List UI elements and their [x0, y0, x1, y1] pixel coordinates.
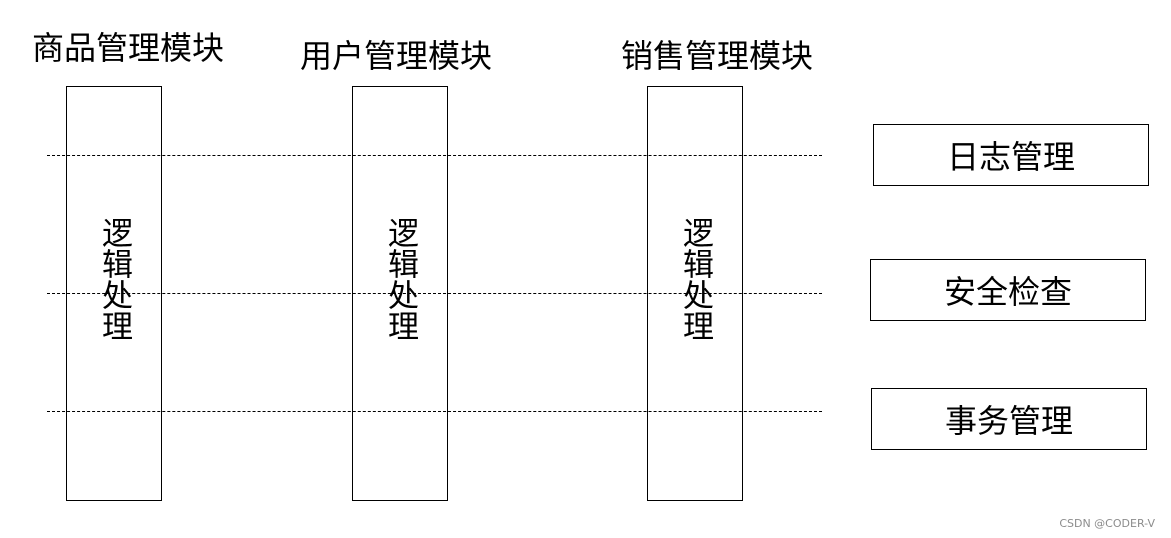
module-title-product: 商品管理模块 — [32, 29, 225, 67]
crosscut-line-security — [47, 293, 822, 294]
logic-processing-label: 逻辑处理 — [96, 217, 132, 341]
logic-processing-label: 逻辑处理 — [382, 217, 418, 341]
service-box-log-management: 日志管理 — [873, 124, 1149, 186]
service-box-transaction-management: 事务管理 — [871, 388, 1147, 450]
module-title-user: 用户管理模块 — [300, 37, 493, 75]
logic-processing-label: 逻辑处理 — [677, 217, 713, 341]
service-box-security-check: 安全检查 — [870, 259, 1146, 321]
crosscut-line-log — [47, 155, 822, 156]
watermark: CSDN @CODER-V — [1059, 517, 1155, 530]
module-title-sales: 销售管理模块 — [621, 37, 814, 75]
crosscut-line-transaction — [47, 411, 822, 412]
